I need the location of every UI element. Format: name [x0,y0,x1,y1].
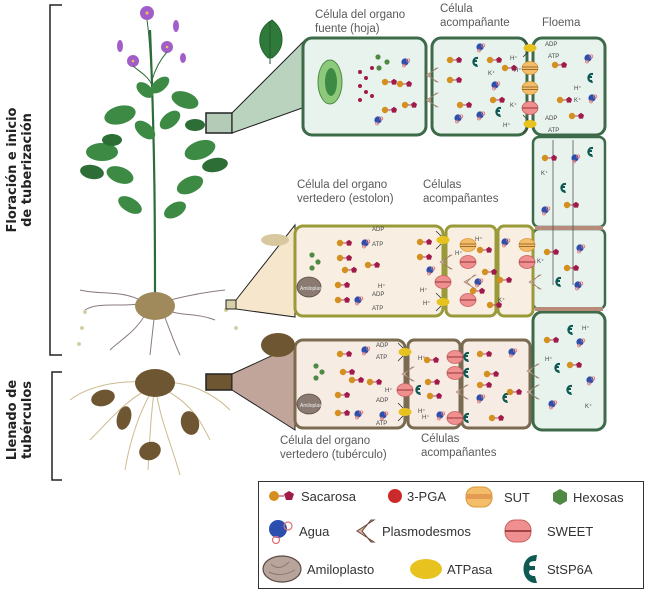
label-tuber-filling: Llenado de tubérculos [5,379,35,461]
svg-text:K⁺: K⁺ [537,258,544,265]
tuber-sink-label: Célula del organo vertedero (tubérculo) [280,435,387,461]
svg-text:H⁺: H⁺ [423,300,431,307]
svg-text:H⁺: H⁺ [475,236,483,243]
legend-item-3pga: 3-PGA [387,488,446,504]
svg-text:H⁺: H⁺ [418,408,426,415]
legend-item-hexose: Hexosas [551,488,624,506]
svg-text:ATP: ATP [372,242,383,248]
svg-text:ATP: ATP [376,355,387,361]
svg-text:ADP: ADP [376,343,388,349]
svg-text:K⁺: K⁺ [488,70,495,77]
legend-item-sweet: SWEET [503,518,593,544]
svg-text:H⁺: H⁺ [582,325,590,332]
tuber-companions-label: Células acompañantes [421,433,497,459]
atpase-icon [410,559,442,579]
svg-text:H⁺: H⁺ [385,387,393,394]
sucrose-icon [269,491,294,501]
svg-text:ADP: ADP [372,292,384,298]
svg-text:K⁺: K⁺ [498,297,505,304]
svg-text:ADP: ADP [376,398,388,404]
svg-text:H⁺: H⁺ [514,67,522,74]
bracket-tuber-filling [51,371,62,481]
hexose-icon [553,489,567,505]
legend-item-amyloplast: Amiloplasto [261,554,374,584]
svg-text:ATP: ATP [376,421,387,427]
svg-text:H⁺: H⁺ [422,414,430,421]
legend-item-sucrose: Sacarosa [267,488,356,504]
stsp6a-icon [523,554,537,584]
svg-text:H⁺: H⁺ [418,355,426,362]
adp-label: ADP [545,42,557,48]
svg-text:K⁺: K⁺ [574,97,581,104]
amyloplast-icon [262,555,302,583]
legend-item-plasmodesmata: Plasmodesmos [354,518,471,544]
svg-text:H⁺: H⁺ [510,55,518,62]
svg-text:Amiloplasto: Amiloplasto [300,403,326,409]
water-icon [269,520,293,544]
svg-text:ADP: ADP [372,227,384,233]
svg-text:H⁺: H⁺ [420,287,428,294]
svg-text:H⁺: H⁺ [378,283,386,290]
phloem-label: Floema [542,17,581,29]
stolon-sink-label: Célula del organo vertedero (estolon) [297,179,394,205]
svg-text:K⁺: K⁺ [510,102,517,109]
plasmodesmata-icon [356,519,376,543]
bracket-flowering [49,4,62,356]
svg-text:K⁺: K⁺ [541,170,548,177]
svg-text:ADP: ADP [545,116,557,122]
legend-item-stsp6a: StSP6A [521,554,593,584]
legend-item-atpase: ATPasa [409,558,492,580]
3pga-icon [388,489,402,503]
svg-text:H⁺: H⁺ [574,85,582,92]
legend-item-water: Agua [267,518,329,544]
stolon-companions-label: Células acompañantes [423,179,499,205]
legend-item-sut: SUT [464,485,530,509]
svg-text:K⁺: K⁺ [585,403,592,410]
source-cell-label: Célula del organo fuente (hoja) [315,9,406,35]
svg-text:Amiloplasto: Amiloplasto [300,286,326,292]
companion-cell-label: Célula acompañante [440,3,510,29]
svg-text:ATP: ATP [372,306,383,312]
svg-text:H⁺: H⁺ [545,356,553,363]
sut-icon [465,486,493,508]
atp-label: ATP [548,54,559,60]
sweet-icon [504,519,532,543]
label-flowering: Floración e inicio de tuberización [5,107,35,233]
svg-text:H⁺: H⁺ [455,250,463,257]
svg-text:ATP: ATP [548,128,559,134]
svg-text:H⁺: H⁺ [503,122,511,129]
legend: Sacarosa 3-PGA SUT Hexosas Agua Plasmode… [258,481,644,589]
